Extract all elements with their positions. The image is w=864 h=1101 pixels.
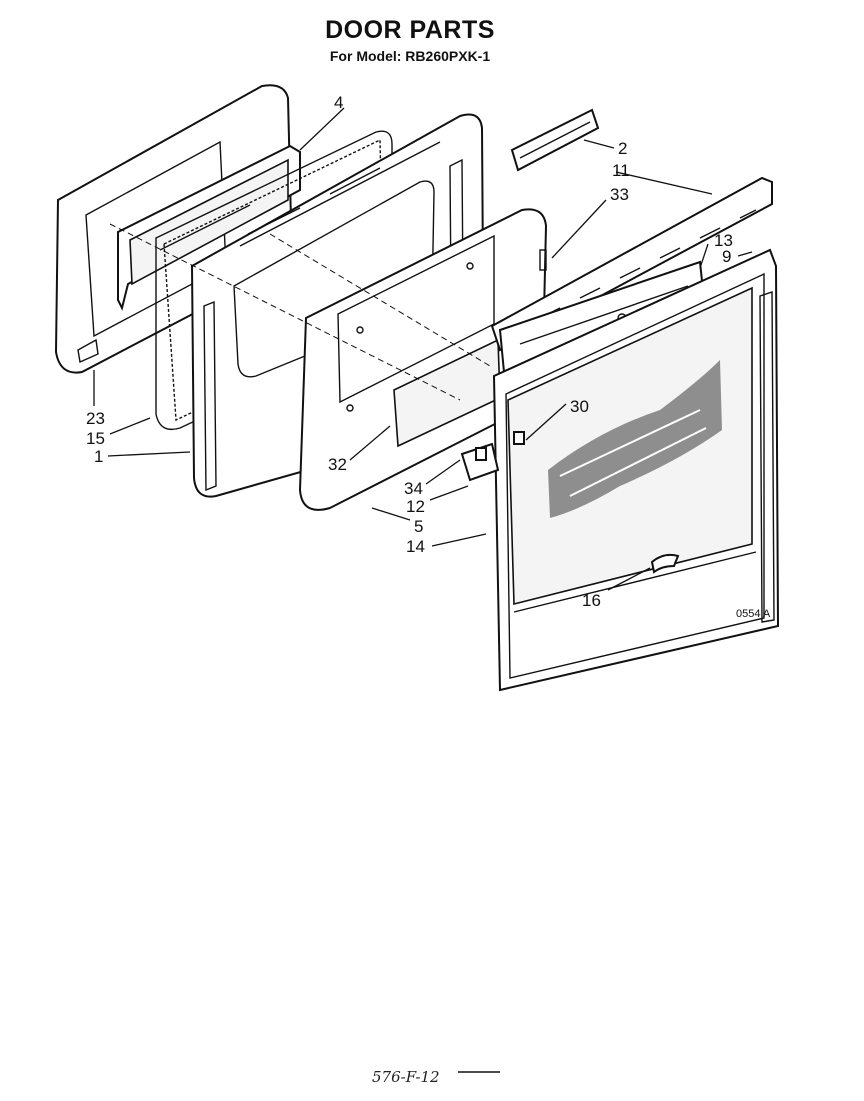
callout-13: 13 xyxy=(714,231,733,250)
alignment-line xyxy=(269,233,491,367)
part-2-top-bracket xyxy=(510,108,600,172)
callout-12: 12 xyxy=(406,497,425,516)
alignment-line xyxy=(109,223,461,401)
handwritten-note: 576-F-12 xyxy=(372,1068,440,1086)
page-title: DOOR PARTS xyxy=(325,16,495,44)
callout-4: 4 xyxy=(334,93,343,112)
callout-30: 30 xyxy=(570,397,589,416)
leader-lines xyxy=(93,107,753,591)
callout-11: 11 xyxy=(612,161,630,180)
callout-14: 14 xyxy=(406,537,425,556)
callout-34: 34 xyxy=(404,479,423,498)
callout-2: 2 xyxy=(618,139,627,158)
callout-23: 23 xyxy=(86,409,105,428)
callout-32: 32 xyxy=(328,455,347,474)
part-12-hinge xyxy=(460,442,500,482)
callout-5: 5 xyxy=(414,517,423,536)
callout-33: 33 xyxy=(610,185,629,204)
part-33-clip xyxy=(539,249,547,271)
callout-16: 16 xyxy=(582,591,601,610)
part-16-handle xyxy=(650,553,680,574)
part-30-bracket xyxy=(513,431,525,445)
part-14-outer-door-front xyxy=(492,248,780,692)
callout-labels: 4 2 11 33 13 9 23 15 1 32 30 34 12 5 14 … xyxy=(86,93,733,610)
diagram-reference-code: 0554 A xyxy=(736,608,771,620)
callout-1: 1 xyxy=(94,447,103,466)
callout-15: 15 xyxy=(86,429,105,448)
page-subtitle: For Model: RB260PXK-1 xyxy=(329,48,491,64)
callout-9: 9 xyxy=(722,247,731,266)
oven-window-mesh xyxy=(548,360,722,518)
